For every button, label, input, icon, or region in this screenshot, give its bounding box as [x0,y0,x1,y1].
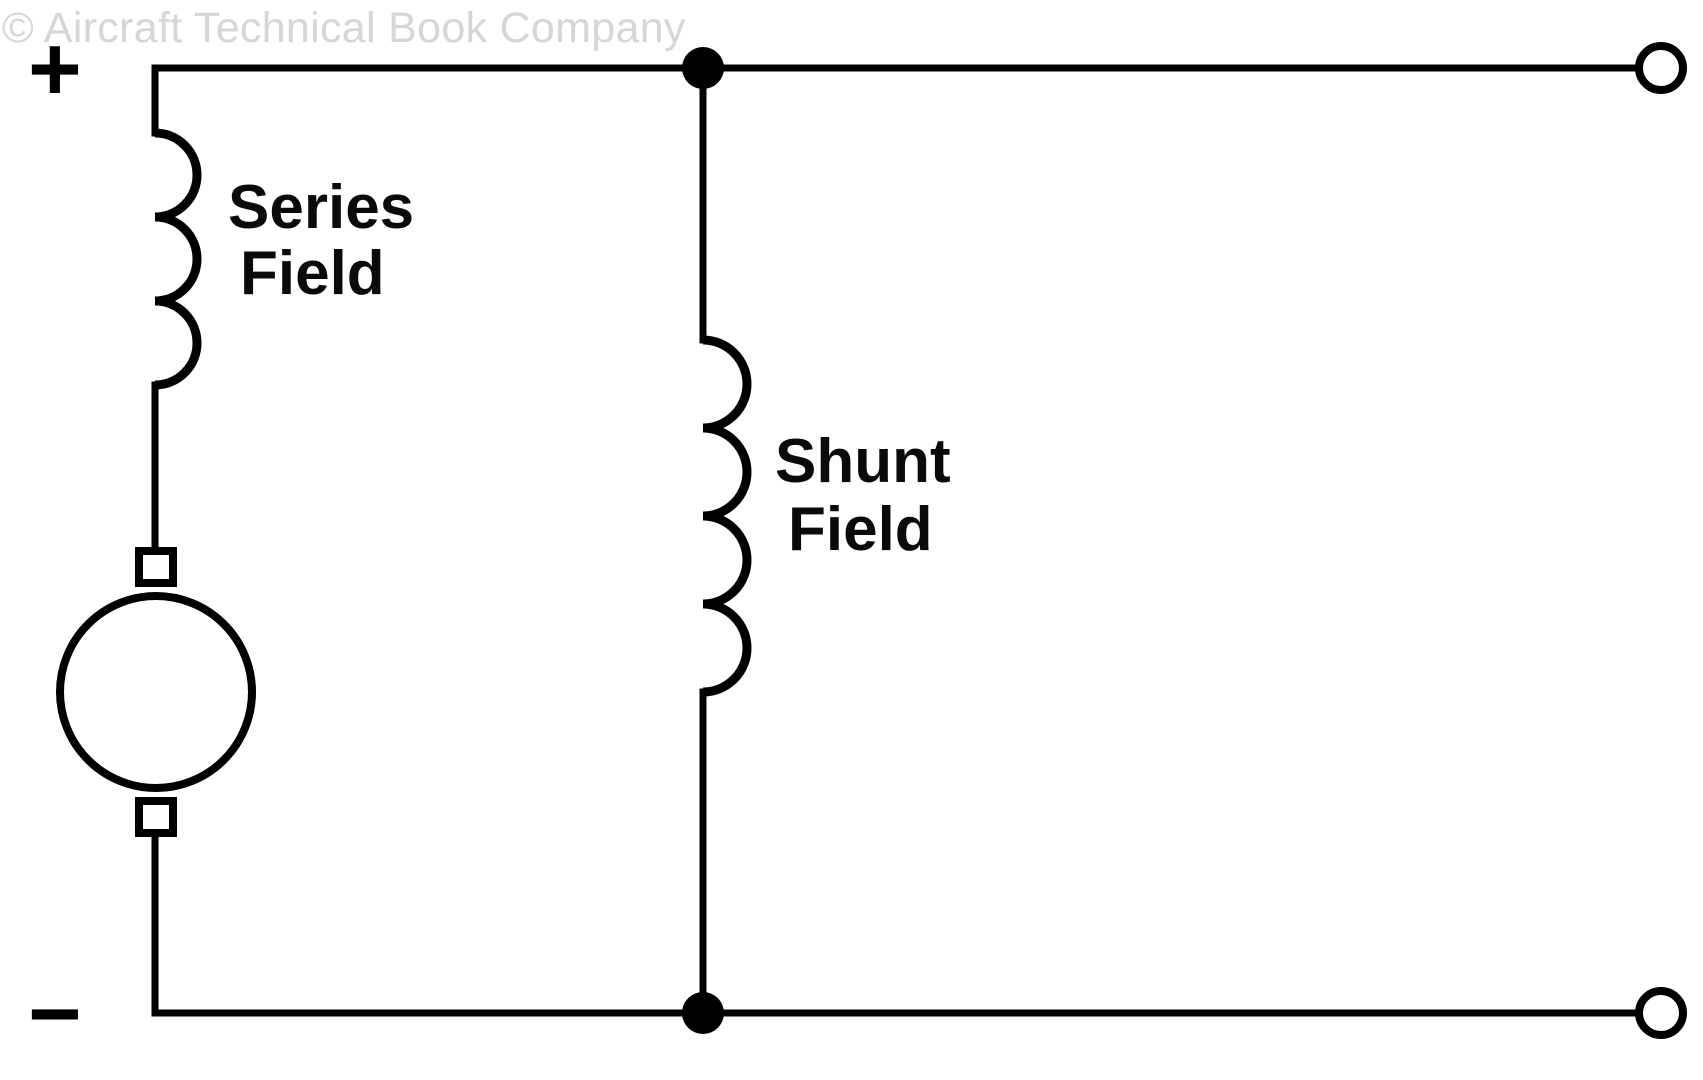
series-field-label-line1: Series [228,173,414,242]
negative-polarity-label: − [28,963,82,1065]
armature-top-brush [135,547,177,587]
armature-bottom-brush [135,797,177,837]
top-junction-dot [682,47,724,89]
watermark-label: © Aircraft Technical Book Company [2,4,686,52]
series-field-label-line2: Field [240,239,385,308]
series-field-coil [154,128,202,390]
positive-polarity-label: + [28,18,82,120]
shunt-field-coil [702,335,752,697]
bottom-junction-dot [682,992,724,1034]
shunt-field-label-line2: Field [788,495,933,564]
positive-terminal-ring[interactable] [1635,42,1687,94]
armature-circle [56,592,256,792]
negative-terminal-ring[interactable] [1635,987,1687,1039]
shunt-field-label-line1: Shunt [775,427,951,496]
